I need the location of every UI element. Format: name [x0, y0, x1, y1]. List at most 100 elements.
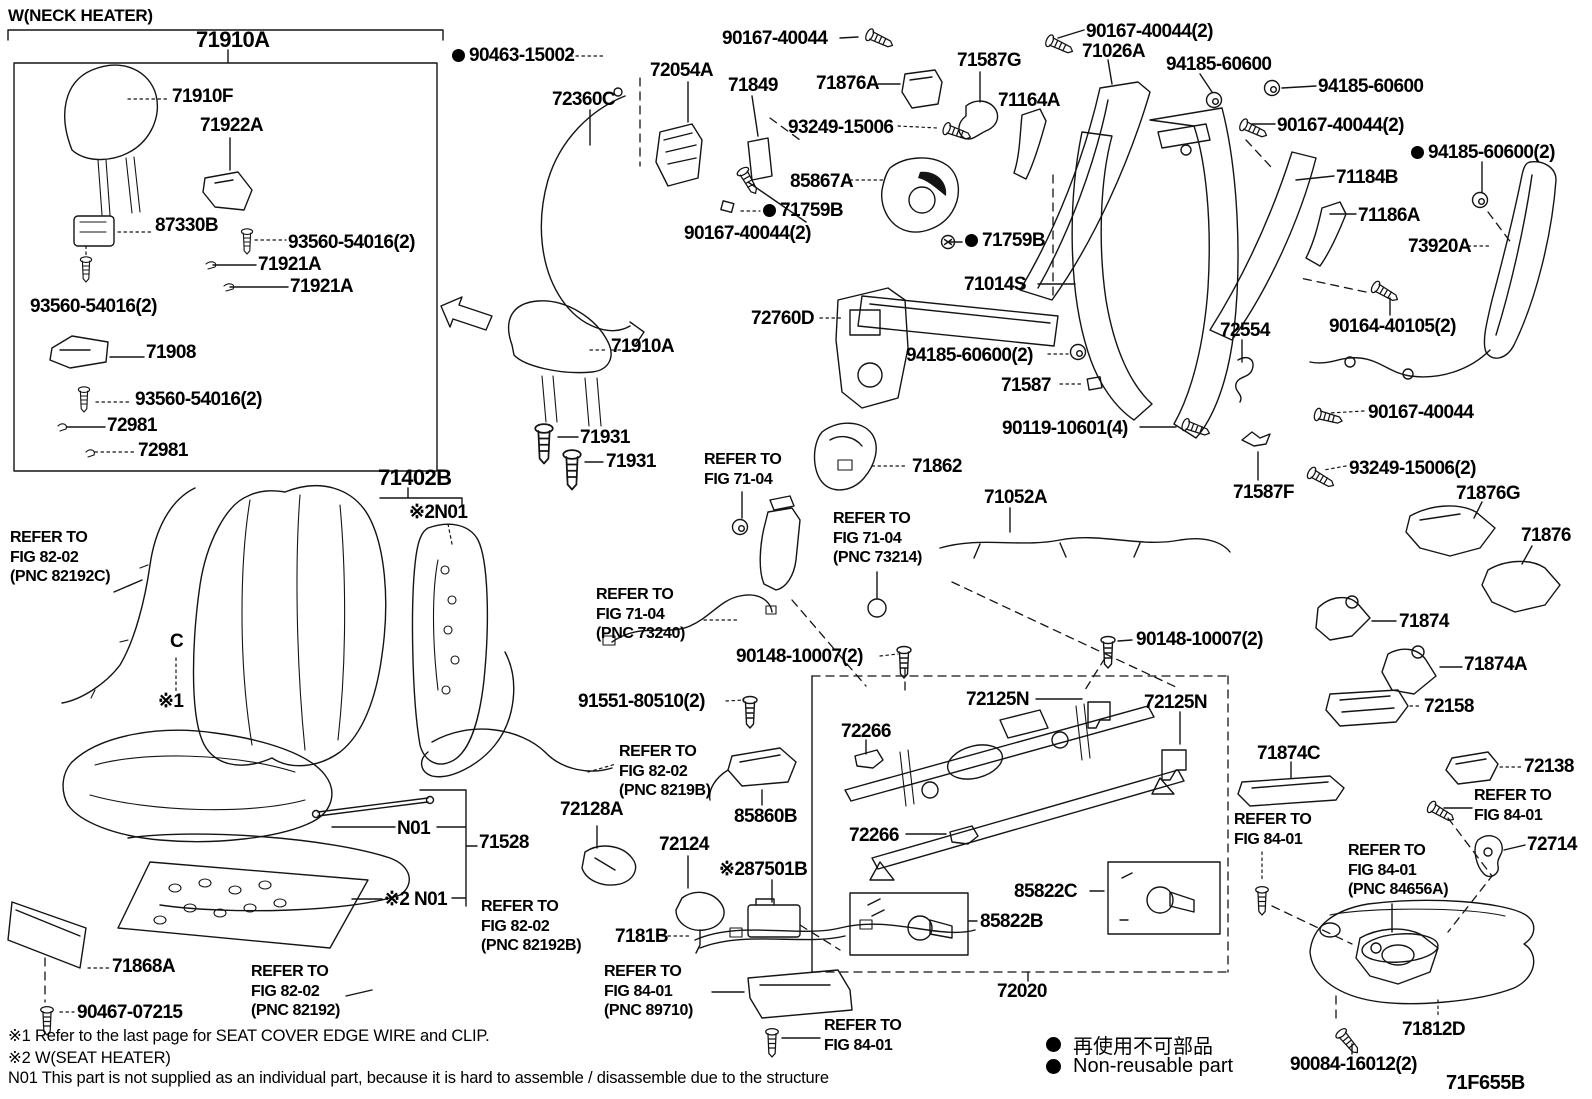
part-label-72981: 72981: [138, 440, 188, 461]
recline-shield: [1309, 899, 1535, 1058]
part-label-72124: 72124: [659, 834, 709, 855]
part-label-72360c: 72360C: [552, 89, 616, 110]
part-label-72138: 72138: [1524, 756, 1574, 777]
part-label-71186a: 71186A: [1358, 205, 1421, 226]
part-label-1: ※1: [158, 691, 184, 712]
part-label-71014s: 71014S: [964, 274, 1027, 295]
part-label-72020: 72020: [997, 981, 1047, 1002]
part-label-93560-540162: 93560-54016(2): [135, 389, 262, 410]
headrest-neck-heater: [49, 64, 289, 458]
part-label-90167-40044: 90167-40044: [1368, 402, 1474, 423]
seat-track-assembly: [811, 657, 1229, 982]
part-label-72266: 72266: [849, 825, 899, 846]
part-label-71931: 71931: [580, 427, 630, 448]
legend-non-reusable-jp: 再使用不可部品: [1046, 1030, 1213, 1059]
legend-en-text: Non-reusable part: [1073, 1055, 1234, 1077]
part-label-90148-100072: 90148-10007(2): [1136, 629, 1263, 650]
part-label-90148-100072: 90148-10007(2): [736, 646, 863, 667]
part-label-72760d: 72760D: [751, 308, 815, 329]
part-label-93560-540162: 93560-54016(2): [288, 232, 415, 253]
part-label-71164a: 71164A: [998, 90, 1061, 111]
part-label-72266: 72266: [841, 721, 891, 742]
legend-jp-text: 再使用不可部品: [1073, 1036, 1213, 1058]
non-reusable-dot: [1046, 1059, 1061, 1074]
right-side-brackets: [1237, 501, 1561, 985]
seat-cushion: [7, 651, 617, 1036]
part-label-n01: N01: [397, 818, 431, 839]
part-label-71759b: 71759B: [763, 201, 844, 221]
diagram-code: 71F655B: [1446, 1072, 1525, 1094]
headrest-standard: [507, 300, 641, 491]
belt-and-harness: [602, 422, 1231, 729]
part-label-72554: 72554: [1220, 320, 1270, 341]
part-label-71402b: 71402B: [378, 465, 452, 490]
part-label-93249-150062: 93249-15006(2): [1349, 458, 1476, 479]
part-label-71026a: 71026A: [1082, 41, 1146, 62]
part-label-c: C: [170, 631, 184, 652]
part-label-71876g: 71876G: [1456, 483, 1521, 504]
part-label-87330b: 87330B: [155, 215, 219, 236]
part-label-71868a: 71868A: [112, 956, 176, 977]
part-label-71910f: 71910F: [172, 86, 233, 107]
part-label-71874c: 71874C: [1257, 743, 1321, 764]
part-label-7181b: 7181B: [615, 926, 669, 947]
part-label-2n01: ※2 N01: [384, 889, 448, 910]
part-label-72125n: 72125N: [966, 689, 1030, 710]
part-label-71876: 71876: [1521, 525, 1571, 546]
part-label-71849: 71849: [728, 75, 778, 96]
part-label-90167-400442: 90167-40044(2): [1086, 21, 1213, 42]
part-label-72158: 72158: [1424, 696, 1474, 717]
part-label-71184b: 71184B: [1336, 167, 1399, 188]
part-label-71587: 71587: [1001, 375, 1051, 396]
part-label-71921a: 71921A: [290, 276, 354, 297]
part-label-93249-15006: 93249-15006: [788, 117, 894, 138]
part-label-90167-40044: 90167-40044: [722, 28, 828, 49]
part-label-90167-400442: 90167-40044(2): [1277, 115, 1404, 136]
part-label-71759b: 71759B: [965, 231, 1046, 251]
part-label-85860b: 85860B: [734, 806, 798, 827]
part-label-71587f: 71587F: [1233, 482, 1294, 503]
cushion-frame-parts: [581, 747, 976, 1058]
part-label-71876a: 71876A: [816, 73, 880, 94]
part-label-91551-805102: 91551-80510(2): [578, 691, 705, 712]
part-label-72125n: 72125N: [1144, 692, 1208, 713]
non-reusable-dot: [452, 49, 465, 62]
part-label-287501b: ※287501B: [719, 859, 808, 880]
non-reusable-dot: [763, 204, 776, 217]
part-label-72054a: 72054A: [650, 60, 714, 81]
seat-back-cover: [61, 349, 609, 767]
part-label-73920a: 73920A: [1408, 236, 1472, 257]
non-reusable-dot: [1411, 146, 1424, 159]
part-label-90167-400442: 90167-40044(2): [684, 223, 811, 244]
part-label-71910a: 71910A: [196, 27, 270, 52]
part-label-71587g: 71587G: [957, 50, 1022, 71]
legend-non-reusable-en: Non-reusable part: [1046, 1055, 1233, 1078]
part-label-90164-401052: 90164-40105(2): [1329, 316, 1456, 337]
non-reusable-dot: [1046, 1037, 1061, 1052]
part-label-71921a: 71921A: [258, 254, 322, 275]
part-label-94185-60600: 94185-60600: [1318, 76, 1424, 97]
part-label-90463-15002: 90463-15002: [452, 46, 575, 66]
part-label-85822b: 85822B: [980, 911, 1044, 932]
part-label-71908: 71908: [146, 342, 196, 363]
part-label-2n01: ※2N01: [409, 502, 468, 523]
part-label-71862: 71862: [912, 456, 962, 477]
part-label-71910a: 71910A: [611, 336, 675, 357]
part-label-71922a: 71922A: [200, 115, 264, 136]
part-label-71812d: 71812D: [1402, 1019, 1466, 1040]
part-label-90119-106014: 90119-10601(4): [1002, 418, 1128, 439]
part-label-85822c: 85822C: [1014, 881, 1078, 902]
part-label-72981: 72981: [107, 415, 157, 436]
